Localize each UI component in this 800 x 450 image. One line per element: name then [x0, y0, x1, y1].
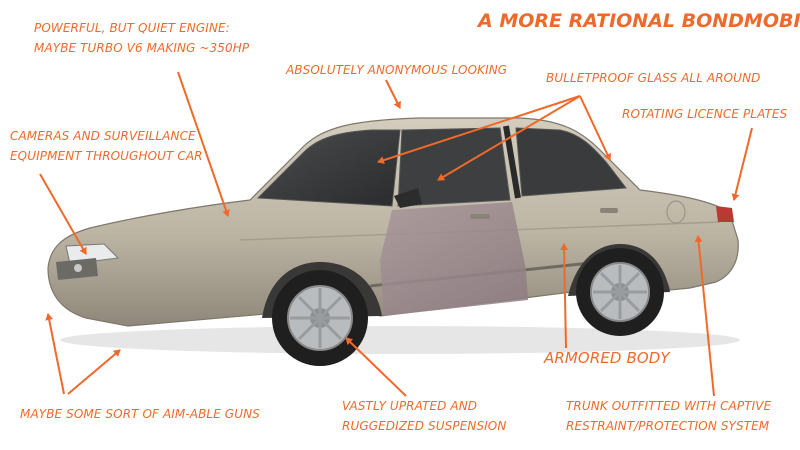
callout-line: TRUNK OUTFITTED WITH CAPTIVE	[566, 399, 772, 413]
fuel-cap	[666, 200, 686, 224]
callout-line: EQUIPMENT THROUGHOUT CAR	[10, 149, 203, 163]
callout-line: MAYBE TURBO V6 MAKING ~350HP	[34, 41, 250, 55]
engine-arrow	[177, 71, 230, 217]
callout-line: RESTRAINT/PROTECTION SYSTEM	[566, 419, 770, 433]
callout-suspension: VASTLY UPRATED AND RUGGEDIZED SUSPENSION	[342, 396, 506, 436]
front-wheel	[272, 270, 368, 366]
diagram-title: A MORE RATIONAL BONDMOBILE	[478, 10, 800, 32]
guns-arrow-1	[45, 313, 65, 395]
armor-arrow	[560, 243, 569, 349]
guns-arrow-2	[67, 349, 121, 395]
callout-anonymous: ABSOLUTELY ANONYMOUS LOOKING	[286, 60, 507, 80]
armored-door-panel	[380, 202, 528, 316]
front-door-handle	[470, 214, 490, 219]
callout-plates: ROTATING LICENCE PLATES	[622, 104, 787, 124]
callout-line: ARMORED BODY	[544, 349, 670, 367]
cameras-arrow	[39, 173, 87, 255]
callout-cameras: CAMERAS AND SURVEILLANCE EQUIPMENT THROU…	[10, 126, 203, 166]
side-mirror	[394, 188, 422, 208]
callout-trunk: TRUNK OUTFITTED WITH CAPTIVE RESTRAINT/P…	[566, 396, 771, 436]
callout-armor: ARMORED BODY	[544, 348, 670, 368]
callout-line: MAYBE SOME SORT OF AIM-ABLE GUNS	[20, 407, 260, 421]
grille-emblem	[74, 264, 82, 272]
tail-light	[716, 206, 734, 222]
anonymous-arrow	[385, 79, 401, 109]
glass-arrow-windshield	[377, 95, 581, 164]
headlight	[65, 243, 120, 265]
car-shadow	[60, 326, 740, 354]
callout-guns: MAYBE SOME SORT OF AIM-ABLE GUNS	[20, 404, 260, 424]
callout-line: POWERFUL, BUT QUIET ENGINE:	[34, 21, 230, 35]
callout-line: RUGGEDIZED SUSPENSION	[342, 419, 507, 433]
plates-arrow	[731, 127, 753, 201]
rear-side-window	[515, 127, 627, 197]
rear-door-handle	[600, 208, 618, 213]
callout-line: BULLETPROOF GLASS ALL AROUND	[546, 71, 761, 85]
callout-glass: BULLETPROOF GLASS ALL AROUND	[546, 68, 760, 88]
suspension-arrow	[345, 337, 407, 397]
glass-arrow-side	[437, 95, 581, 181]
callout-line: ROTATING LICENCE PLATES	[622, 107, 788, 121]
trunk-arrow	[694, 235, 715, 397]
callout-line: CAMERAS AND SURVEILLANCE	[10, 129, 196, 143]
rear-wheel	[576, 248, 664, 336]
callout-line: VASTLY UPRATED AND	[342, 399, 478, 413]
callout-line: ABSOLUTELY ANONYMOUS LOOKING	[286, 63, 508, 77]
front-side-window	[397, 127, 511, 207]
callout-engine: POWERFUL, BUT QUIET ENGINE: MAYBE TURBO …	[34, 18, 249, 58]
windshield	[256, 129, 401, 207]
glass-arrow-rear	[579, 95, 612, 161]
